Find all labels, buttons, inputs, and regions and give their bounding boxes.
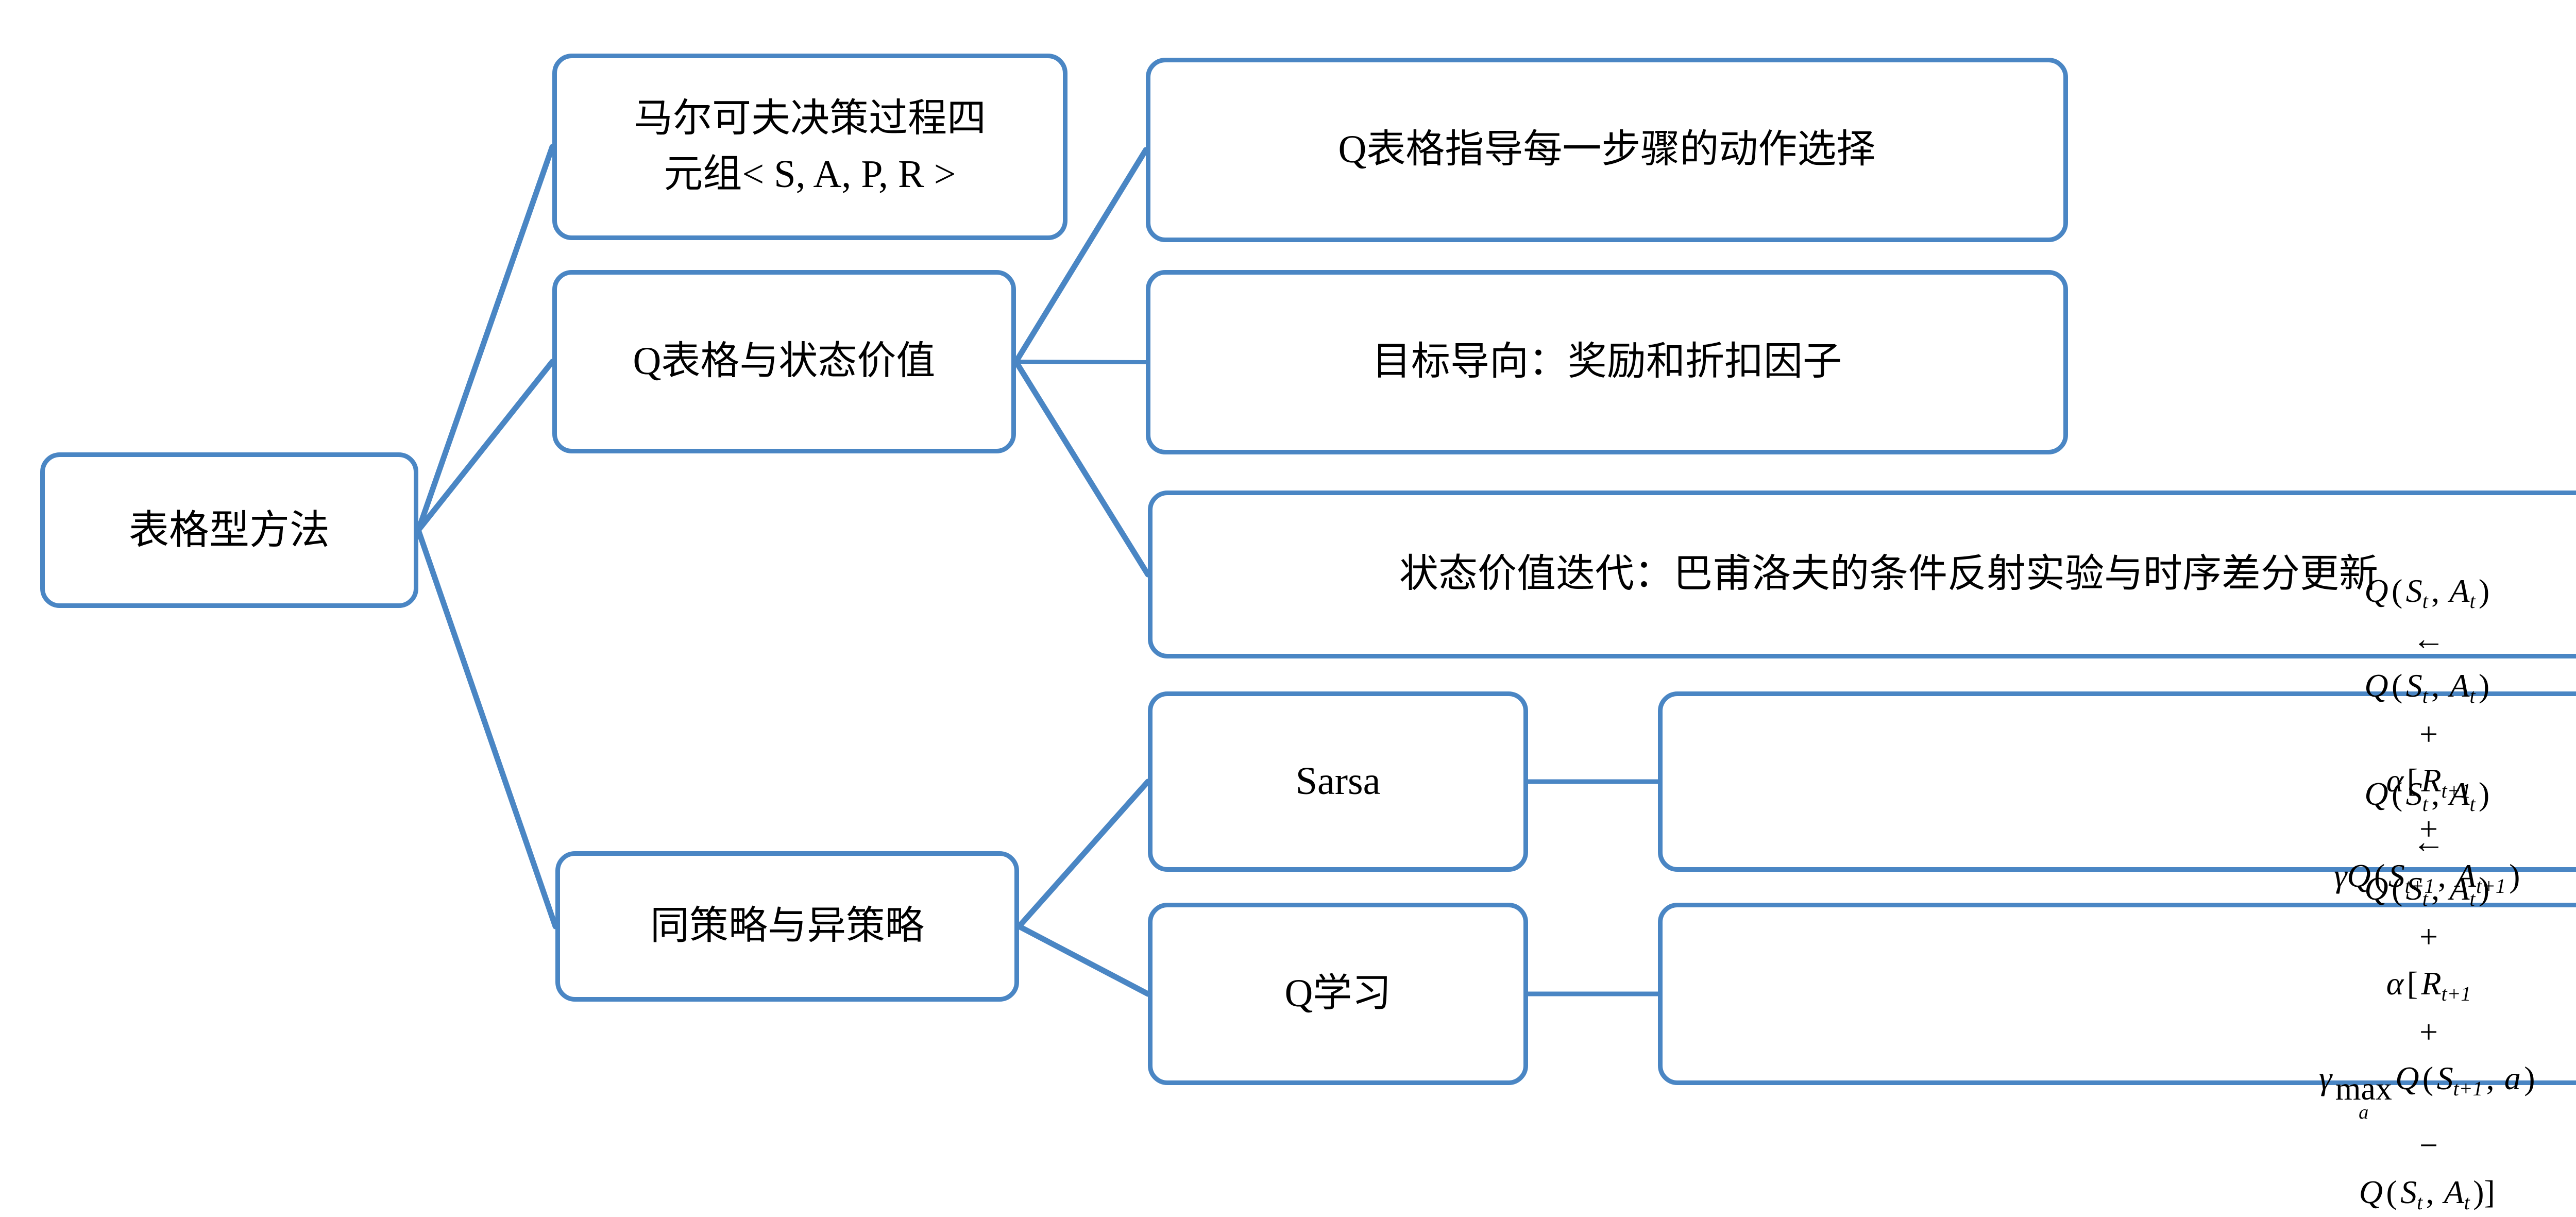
node-label: 表格型方法	[128, 507, 330, 552]
node-label: Q表格与状态价值	[633, 340, 936, 383]
link-policy-to-qlearn	[1016, 923, 1151, 997]
node-on-off-policy[interactable]: 同策略与异策略	[555, 851, 1019, 1002]
node-goal-oriented-reward-discount[interactable]: 目标导向：奖励和折扣因子	[1146, 270, 2068, 454]
node-q-learning[interactable]: Q学习	[1148, 903, 1528, 1085]
node-label: 同策略与异策略	[650, 904, 924, 948]
link-root-to-qtable	[415, 359, 555, 533]
node-label: Q表格指导每一步骤的动作选择	[1338, 128, 1876, 172]
node-qtable-guides-action-selection[interactable]: Q表格指导每一步骤的动作选择	[1146, 58, 2068, 242]
node-mdp-tuple[interactable]: 马尔可夫决策过程四 元组< S, A, P, R >	[552, 54, 1067, 240]
node-label: 状态价值迭代：巴甫洛夫的条件反射实验与时序差分更新	[1399, 552, 2378, 596]
node-sarsa[interactable]: Sarsa	[1148, 691, 1528, 872]
node-root-tabular-methods[interactable]: 表格型方法	[40, 452, 418, 608]
link-root-to-policy	[415, 527, 558, 929]
node-qtable-state-value[interactable]: Q表格与状态价值	[552, 270, 1016, 453]
node-label: Q学习	[1284, 972, 1392, 1016]
node-label: 马尔可夫决策过程四 元组< S, A, P, R >	[634, 97, 986, 196]
link-qtable-to-leaf3	[1013, 359, 1151, 578]
mindmap-canvas: 表格型方法 马尔可夫决策过程四 元组< S, A, P, R > Q表格与状态价…	[40, 54, 2576, 1214]
node-sarsa-update-formula[interactable]: Q(St, At) ← Q(St, At) + α[Rt+1 + γQ(St+1…	[1658, 572, 2576, 992]
node-label: 目标导向：奖励和折扣因子	[1372, 340, 1842, 384]
link-policy-to-sarsa	[1016, 779, 1151, 929]
link-root-to-mdp	[415, 144, 555, 533]
node-label: Sarsa	[1295, 759, 1381, 803]
